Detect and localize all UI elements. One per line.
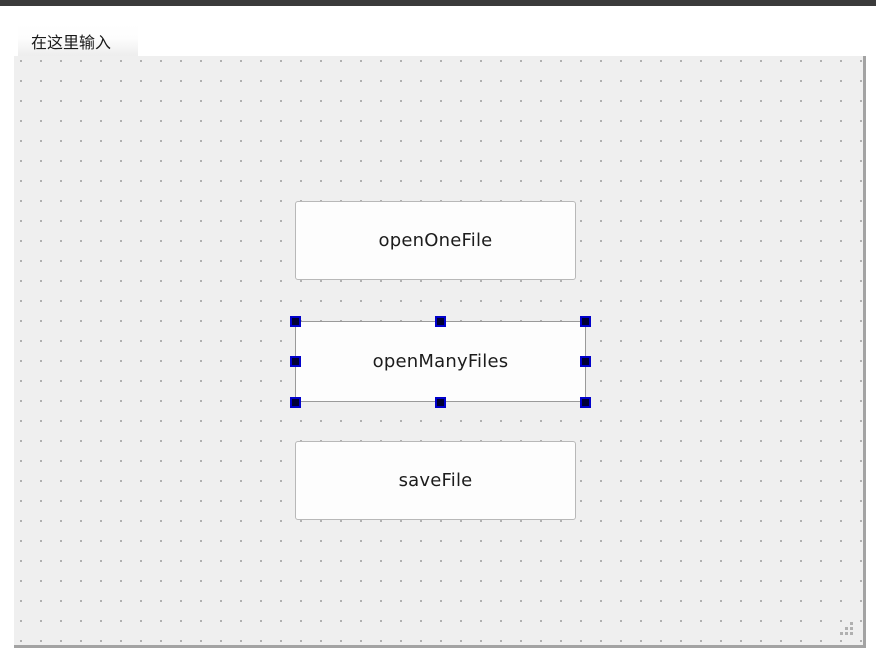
window-title-strip (0, 0, 876, 6)
push-button-openManyFiles-label: openManyFiles (372, 351, 509, 372)
tab-type-here[interactable]: 在这里输入 (18, 24, 138, 62)
push-button-openManyFiles[interactable]: openManyFiles (295, 321, 586, 402)
push-button-openOneFile[interactable]: openOneFile (295, 201, 576, 280)
design-canvas[interactable]: openOneFile openManyFiles saveFile (14, 56, 866, 648)
push-button-openOneFile-label: openOneFile (378, 230, 493, 251)
tab-bar: 在这里输入 (0, 6, 876, 62)
push-button-saveFile[interactable]: saveFile (295, 441, 576, 520)
tab-type-here-label: 在这里输入 (31, 33, 112, 52)
size-grip-icon[interactable] (840, 622, 854, 636)
push-button-saveFile-label: saveFile (398, 470, 473, 491)
